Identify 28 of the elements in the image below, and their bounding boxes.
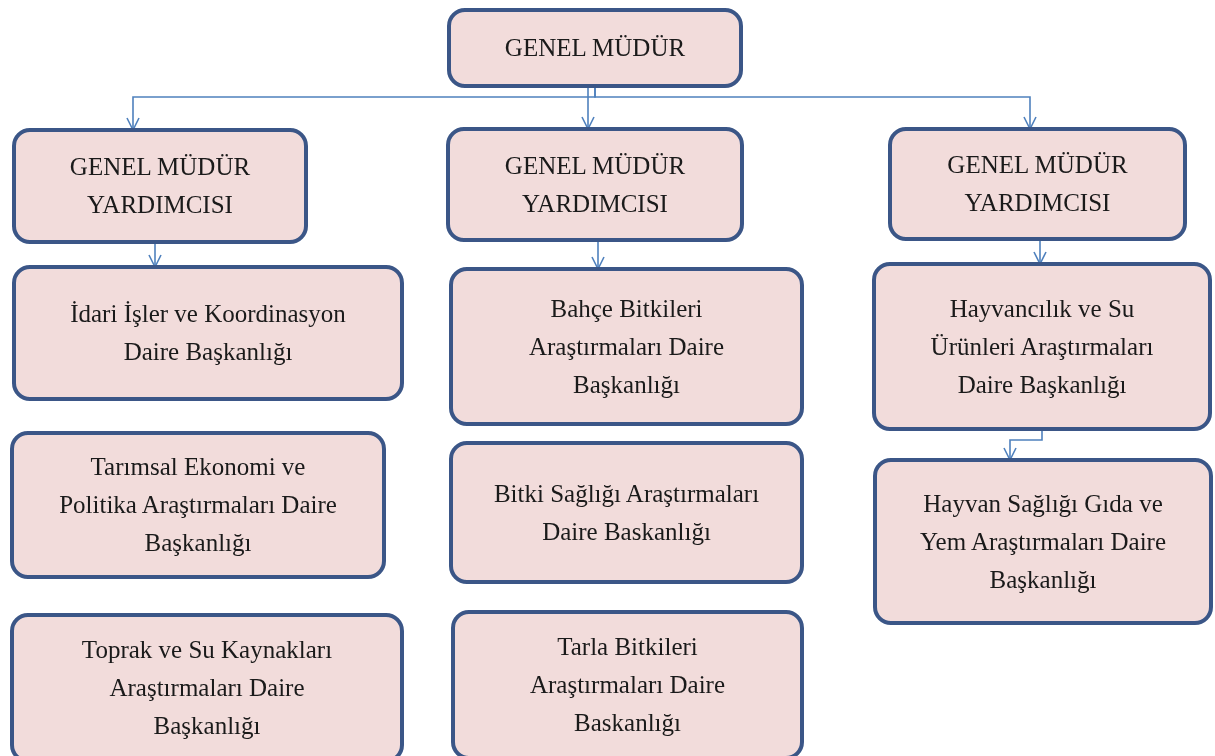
unit-box: [10, 613, 404, 756]
connector-arrow: [591, 241, 605, 270]
unit-box: [873, 458, 1213, 625]
unit-box: [12, 128, 308, 244]
unit-box: [888, 127, 1187, 241]
unit-box: [10, 431, 386, 579]
unit-title: İdari İşler ve Koordinasyon Daire Başkanlığı: [69, 299, 347, 367]
unit-title: GENEL MÜDÜR YARDIMCISI: [503, 150, 687, 219]
unit-title: GENEL MÜDÜR YARDIMCISI: [946, 150, 1129, 218]
unit-box: [446, 127, 744, 242]
unit-title: Bitki Sağlığı Araştırmaları Daire Baskanlığı: [493, 478, 760, 547]
unit-box: [12, 265, 404, 401]
unit-title: Hayvancılık ve Su Ürünleri Araştırmaları Daire Başkanlığı: [929, 293, 1155, 400]
connector-arrow: [594, 87, 1037, 130]
unit-box: [451, 610, 804, 756]
unit-title: Tarımsal Ekonomi ve Politika Araştırmaları Daire Başkanlığı: [58, 452, 338, 558]
unit-title: Bahçe Bitkileri Araştırmaları Daire Başkanlığı: [527, 293, 725, 400]
unit-title: Toprak ve Su Kaynakları Araştırmaları Daire Başkanlığı: [80, 635, 334, 741]
unit-box: [449, 441, 804, 584]
connector-arrow: [581, 87, 595, 130]
unit-title: GENEL MÜDÜR: [504, 33, 686, 63]
unit-title: Hayvan Sağlığı Gıda ve Yem Araştırmaları Daire Başkanlığı: [919, 488, 1167, 595]
unit-box: [447, 8, 743, 88]
unit-title: GENEL MÜDÜR YARDIMCISI: [68, 152, 252, 220]
connector-arrow: [1003, 430, 1043, 461]
unit-box: [449, 267, 804, 426]
unit-title: Tarla Bitkileri Araştırmaları Daire Baskanlığı: [528, 632, 726, 738]
unit-box: [872, 262, 1212, 431]
